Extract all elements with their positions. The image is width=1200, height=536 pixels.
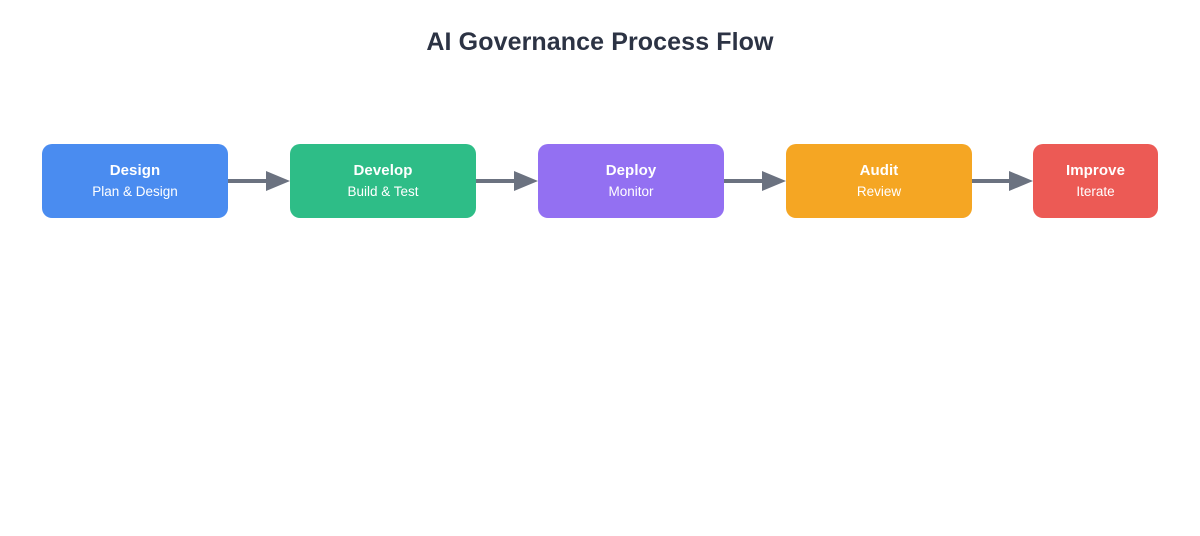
flow-node-title: Improve [1065,162,1126,179]
flow-arrow-design-to-develop [228,170,290,192]
flow-node-title: Design [109,162,161,179]
flow-arrow-develop-to-deploy [476,170,538,192]
flow-node-title: Develop [353,162,413,179]
flow-node-subtitle: Plan & Design [92,184,178,199]
flow-node-subtitle: Iterate [1076,184,1115,199]
flow-node-subtitle: Monitor [608,184,654,199]
page-title: AI Governance Process Flow [426,28,774,56]
flow-arrow-deploy-to-audit [724,170,786,192]
flow-arrow-audit-to-improve [972,170,1033,192]
empty-canvas-area [0,240,1200,536]
flow-node-title: Audit [859,162,899,179]
flow-node-subtitle: Build & Test [347,184,419,199]
flow-node-title: Deploy [605,162,657,179]
flow-node-subtitle: Review [856,184,902,199]
